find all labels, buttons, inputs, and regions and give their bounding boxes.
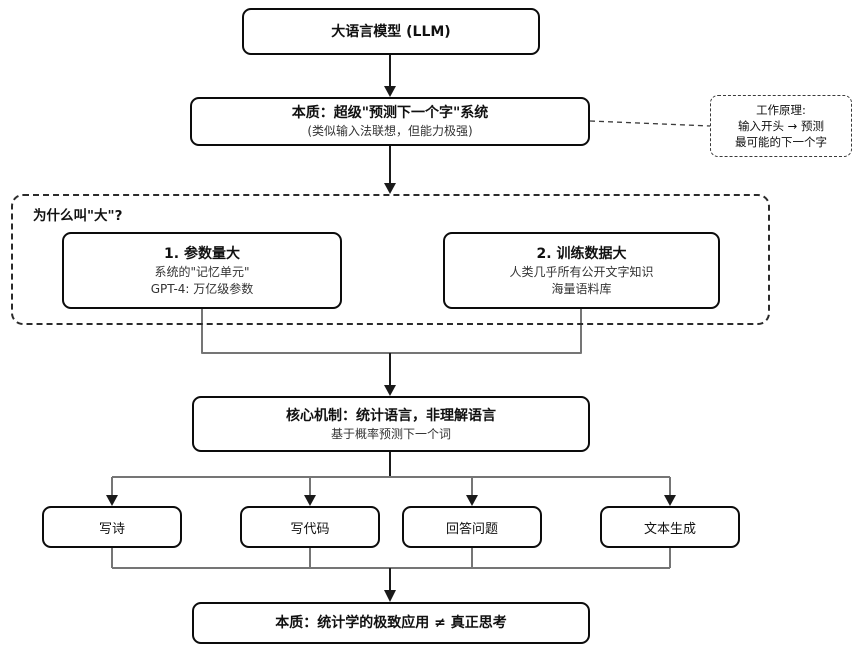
- node-essence: 本质：超级"预测下一个字"系统 (类似输入法联想，但能力极强): [190, 97, 590, 146]
- app-label: 写诗: [98, 521, 125, 537]
- arrowhead-app-4: [664, 495, 676, 506]
- dashed-link-principle: [589, 120, 711, 127]
- node-llm: 大语言模型 (LLM): [242, 8, 540, 55]
- node-app-write-code: 写代码: [240, 506, 380, 548]
- arrowhead-app-1: [106, 495, 118, 506]
- data-line-1: 人类几乎所有公开文字知识: [509, 264, 654, 279]
- arrowhead-app-3: [466, 495, 478, 506]
- arrowhead-core: [384, 385, 396, 396]
- arrowhead-essence: [384, 86, 396, 97]
- param-line-2: GPT-4: 万亿级参数: [150, 281, 254, 296]
- principle-line-2: 输入开头 → 预测: [738, 119, 824, 133]
- arrowhead-why: [384, 183, 396, 194]
- node-essence-title: 本质：超级"预测下一个字"系统: [291, 105, 489, 121]
- node-app-answer-questions: 回答问题: [402, 506, 542, 548]
- data-line-2: 海量语料库: [551, 281, 612, 296]
- node-llm-title: 大语言模型 (LLM): [331, 23, 451, 40]
- why-group-label: 为什么叫"大"?: [33, 208, 123, 224]
- arrowhead-app-2: [304, 495, 316, 506]
- app-label: 写代码: [290, 521, 330, 537]
- principle-line-1: 工作原理:: [756, 103, 806, 117]
- param-line-1: 系统的"记忆单元": [154, 264, 250, 279]
- principle-line-3: 最可能的下一个字: [735, 135, 827, 149]
- app-label: 回答问题: [445, 521, 498, 537]
- core-subtitle: 基于概率预测下一个词: [330, 426, 451, 441]
- data-title: 2. 训练数据大: [536, 245, 627, 262]
- why-group: 为什么叫"大"?: [11, 194, 770, 325]
- param-title: 1. 参数量大: [164, 245, 240, 262]
- node-principle-note: 工作原理: 输入开头 → 预测 最可能的下一个字: [710, 95, 852, 157]
- node-conclusion: 本质：统计学的极致应用 ≠ 真正思考: [192, 602, 590, 644]
- node-core-mechanism: 核心机制：统计语言，非理解语言 基于概率预测下一个词: [192, 396, 590, 452]
- node-essence-subtitle: (类似输入法联想，但能力极强): [307, 124, 473, 138]
- core-title: 核心机制：统计语言，非理解语言: [286, 407, 496, 424]
- node-app-text-generation: 文本生成: [600, 506, 740, 548]
- node-param-size: 1. 参数量大 系统的"记忆单元" GPT-4: 万亿级参数: [62, 232, 342, 309]
- conclusion-title: 本质：统计学的极致应用 ≠ 真正思考: [275, 615, 507, 631]
- arrowhead-conclusion: [384, 590, 396, 602]
- node-training-data: 2. 训练数据大 人类几乎所有公开文字知识 海量语料库: [443, 232, 720, 309]
- node-app-write-poetry: 写诗: [42, 506, 182, 548]
- merge-line-why: [201, 308, 582, 354]
- app-label: 文本生成: [643, 521, 696, 537]
